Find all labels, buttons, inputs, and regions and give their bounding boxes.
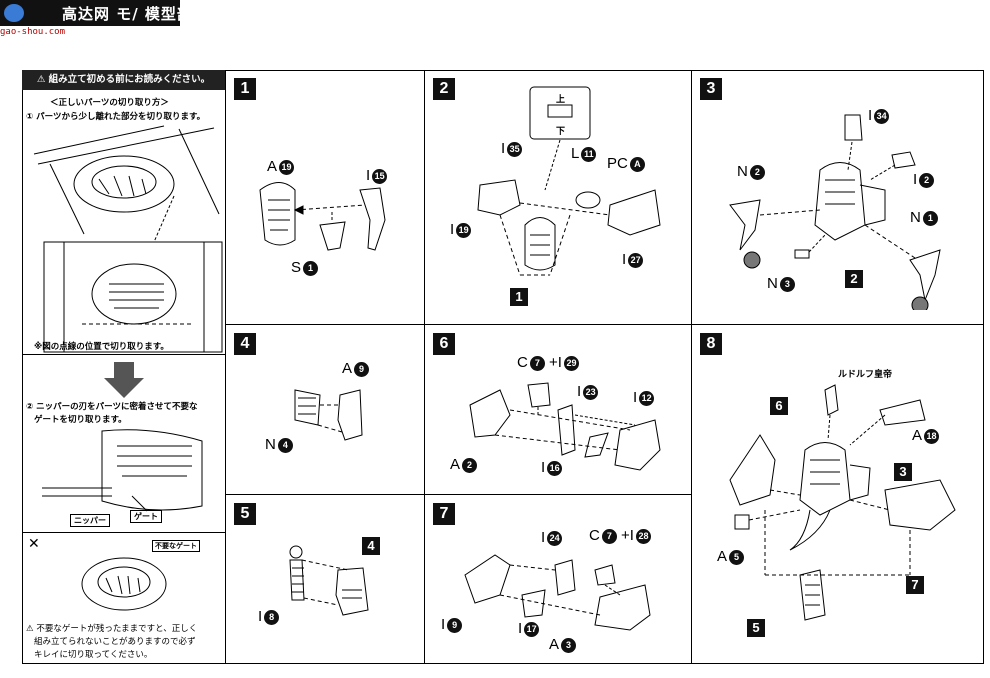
step-number: 7 — [433, 503, 455, 525]
step-reference: 6 — [770, 397, 788, 415]
warning-line: 組み立てられないことがありますので必ず — [34, 637, 196, 647]
site-banner: 高达网 モ/ 模型部 — [0, 0, 192, 26]
step1-parts-diagram — [259, 182, 386, 251]
orientation-up: 上 — [556, 95, 566, 105]
step-reference: 7 — [906, 576, 924, 594]
step-reference: 5 — [747, 619, 765, 637]
step-number: 6 — [433, 333, 455, 355]
step-number: 8 — [700, 333, 722, 355]
unneeded-gate-label: 不要なゲート — [152, 540, 200, 552]
sidebar-header: ⚠ 組み立て初める前にお読みください。 — [22, 70, 225, 90]
orientation-down: 下 — [556, 127, 566, 137]
step-reference: 2 — [845, 270, 863, 288]
step5-parts-diagram — [289, 545, 369, 616]
gate-label: ゲート — [130, 510, 162, 523]
sidebar-line: ＜正しいパーツの切り取り方＞ — [50, 98, 169, 108]
figure-label: ルドルフ皇帝 — [838, 370, 893, 380]
incorrect-mark: ✕ — [28, 536, 40, 552]
site-title: 高达网 モ/ 模型部 — [62, 5, 193, 23]
sidebar-line: ① パーツから少し離れた部分を切り取ります。 — [26, 112, 206, 122]
step2-parts-diagram — [477, 86, 661, 276]
warning-line: ⚠ 不要なゲートが残ったままですと、正しく — [26, 624, 198, 634]
step7-parts-diagram — [464, 554, 651, 631]
step4-parts-diagram — [294, 389, 363, 441]
step-number: 4 — [234, 333, 256, 355]
step-number: 5 — [234, 503, 256, 525]
step-reference: 4 — [362, 537, 380, 555]
step-number: 3 — [700, 78, 722, 100]
step-reference: 3 — [894, 463, 912, 481]
warning-line: キレイに切り取ってください。 — [34, 650, 153, 660]
nipper-label: ニッパー — [70, 514, 110, 527]
sidebar-note: ※図の点線の位置で切り取ります。 — [34, 342, 169, 352]
gate-example-illustration — [81, 557, 167, 611]
instruction-frame — [22, 70, 984, 664]
step8-assembly-diagram — [729, 384, 956, 621]
sidebar-notes: ⚠ 組み立て初める前にお読みください。 ＜正しいパーツの切り取り方＞ ① パーツ… — [22, 70, 226, 664]
arrow-down-icon — [104, 362, 144, 398]
step6-parts-diagram — [469, 382, 661, 471]
site-logo-icon — [4, 4, 24, 22]
nipper-illustration — [42, 429, 203, 512]
step-number: 1 — [234, 78, 256, 100]
step-reference: 1 — [510, 288, 528, 306]
sidebar-line: ② ニッパーの刃をパーツに密着させて不要な — [26, 402, 198, 412]
step-number: 2 — [433, 78, 455, 100]
site-url: gao-shou.com — [0, 27, 66, 37]
runner-illustration — [33, 125, 223, 353]
sidebar-line: ゲートを切り取ります。 — [34, 415, 127, 425]
step3-parts-diagram — [729, 114, 941, 310]
